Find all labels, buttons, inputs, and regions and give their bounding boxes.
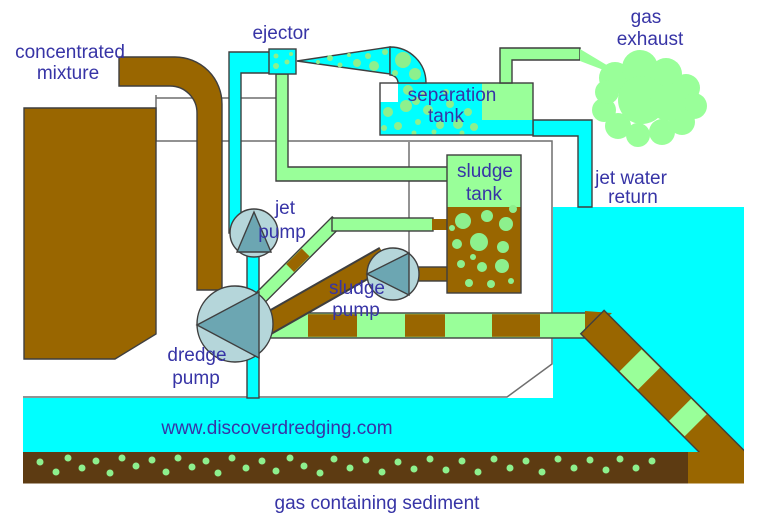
gas-riser-pipe	[252, 215, 449, 307]
sludge-tank	[446, 154, 522, 294]
gas-bubbles-in-sediment	[36, 454, 656, 477]
label-dredge-pump-2: pump	[172, 368, 220, 389]
jet-pump	[229, 208, 279, 258]
label-sludge-pump-2: pump	[332, 300, 380, 321]
gas-vent-pipe	[499, 47, 581, 84]
label-separation-tank-2: tank	[428, 106, 464, 127]
sludge-suction-line	[256, 247, 391, 337]
label-jet-pump-1: jet	[274, 198, 296, 219]
suction-pipe-descending	[579, 309, 744, 484]
separation-tank-bubbles	[381, 89, 478, 136]
label-gas-exhaust-2: exhaust	[617, 29, 684, 50]
seabed-sediment	[23, 452, 744, 484]
sludge-pump	[365, 247, 420, 301]
labels: concentrated mixture ejector gas exhaust…	[15, 7, 684, 514]
label-jet-water-return-2: return	[608, 187, 658, 208]
discharge-pipe	[118, 56, 223, 291]
label-ejector: ejector	[252, 23, 310, 44]
label-sludge-tank-1: sludge	[457, 161, 513, 182]
label-jet-water-return-1: jet water	[594, 168, 667, 189]
jet-water-pipe-upper	[228, 51, 271, 234]
label-separation-tank-1: separation	[408, 85, 497, 106]
label-dredge-pump-1: dredge	[167, 345, 226, 366]
dredge-pump-impeller	[195, 290, 260, 360]
label-concentrated-mixture-1: concentrated	[15, 42, 125, 63]
sea-water	[23, 207, 744, 452]
jet-water-return-pipe	[532, 119, 593, 208]
jet-pump-impeller	[235, 210, 273, 253]
watermark-url: www.discoverdredging.com	[160, 418, 392, 439]
hopper-load	[23, 107, 157, 360]
label-concentrated-mixture-2: mixture	[37, 63, 99, 84]
ejector-assembly	[268, 46, 427, 105]
label-sludge-tank-2: tank	[466, 184, 502, 205]
label-gas-exhaust-1: gas	[631, 7, 662, 28]
dredge-pump	[195, 285, 274, 363]
caption-gas-containing-sediment: gas containing sediment	[275, 493, 481, 514]
suction-pipe-horizontal	[266, 312, 601, 339]
gas-exhaust-cloud	[580, 49, 707, 147]
sludge-tank-bubbles	[449, 205, 517, 288]
sludge-pump-impeller	[365, 251, 410, 297]
label-jet-pump-2: pump	[258, 222, 306, 243]
label-sludge-pump-1: sludge	[329, 278, 385, 299]
ejector-bubbles	[273, 49, 421, 105]
gas-pocket	[482, 83, 533, 120]
